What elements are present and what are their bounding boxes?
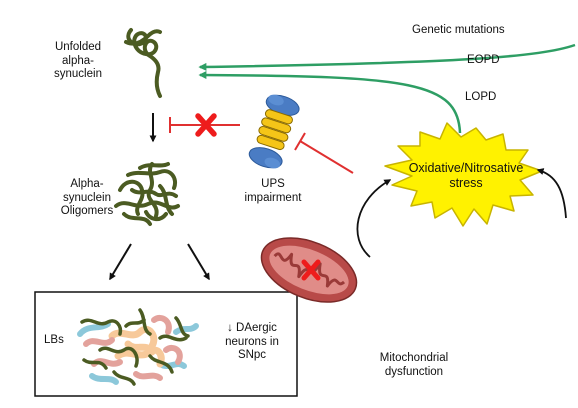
oligomers-label-line-1: Alpha- <box>70 178 104 190</box>
mito-dysfunction-label: Mitochondrial dysfunction <box>368 352 460 379</box>
oligomers-label-line-2: synuclein <box>63 191 111 204</box>
neurons-label-line-3: SNpc <box>237 349 267 361</box>
unfolded-label-line-2: alpha- <box>62 54 94 67</box>
neurons-label-line-2: neurons in <box>225 335 279 348</box>
neurons-label: ↓ DAergic neurons in SNpc <box>214 322 290 363</box>
x-mark-icon <box>195 113 217 137</box>
oligomers-label: Alpha- synuclein Oligomers <box>54 178 120 219</box>
lbs-label: LBs <box>44 334 64 346</box>
arrow-oligomers-to-neurons <box>187 243 210 281</box>
stress-inhibits-ups <box>294 132 354 174</box>
ups-label-line-2: impairment <box>244 191 302 204</box>
genetic-mutations-label: Genetic mutations <box>412 24 505 36</box>
oligomers-label-line-3: Oligomers <box>60 205 114 217</box>
arrow-lopd <box>198 71 462 134</box>
ups-label: UPS impairment <box>238 178 308 205</box>
proteasome-icon <box>248 94 300 169</box>
arrow-eopd <box>198 43 576 71</box>
eopd-label: EOPD <box>467 54 500 66</box>
arrow-mito-to-stress <box>356 179 392 258</box>
mito-x-mark-icon <box>301 259 321 281</box>
unfolded-label: Unfolded alpha- synuclein <box>42 41 114 82</box>
arrow-oligomers-to-lbs <box>109 243 132 281</box>
arrow-to-stress-right <box>536 168 567 219</box>
stress-label-line-2: stress <box>449 176 483 190</box>
outcome-box <box>34 291 298 397</box>
oxidative-stress-burst-icon <box>384 122 543 227</box>
unfolded-label-line-1: Unfolded <box>54 41 102 53</box>
lopd-label: LOPD <box>465 91 497 103</box>
mito-label-line-2: dysfunction <box>384 365 444 378</box>
neurons-label-line-1: ↓ DAergic <box>227 322 277 334</box>
unfolded-label-line-3: synuclein <box>54 68 102 80</box>
unfolded-alpha-synuclein-icon <box>124 28 162 98</box>
mito-label-line-1: Mitochondrial <box>379 352 449 364</box>
stress-label: Oxidative/Nitrosative stress <box>398 161 534 191</box>
ups-label-line-1: UPS <box>261 178 285 190</box>
stress-label-line-1: Oxidative/Nitrosative <box>408 161 524 175</box>
lewy-body-icon <box>77 308 199 386</box>
oligomers-icon <box>114 162 180 226</box>
